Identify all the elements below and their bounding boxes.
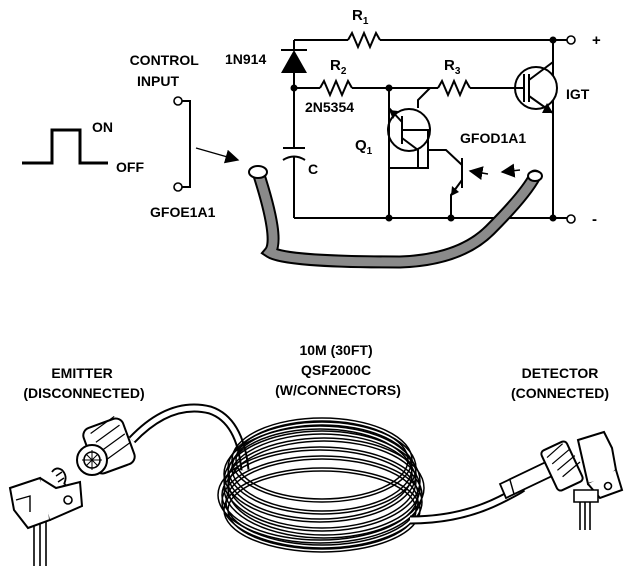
cable-assembly: EMITTER (DISCONNECTED) 10M (30FT) QSF200… <box>8 342 624 566</box>
plus-terminal <box>566 35 576 45</box>
transistor-label: 2N5354 <box>305 99 354 115</box>
on-label: ON <box>92 119 113 135</box>
detector-label: DETECTOR (CONNECTED) <box>511 365 609 401</box>
r1-resistor <box>347 30 381 50</box>
r3-resistor <box>437 78 471 98</box>
emitter-connector <box>76 415 136 476</box>
r2-resistor <box>319 78 353 98</box>
fiber-end-left <box>248 165 268 179</box>
emitter-label: EMITTER (DISCONNECTED) <box>23 365 144 401</box>
light-arrow <box>195 147 240 164</box>
q1-transistor <box>387 87 431 218</box>
control-input-switch <box>173 96 191 192</box>
fiber-end-right <box>527 170 543 182</box>
minus-label: - <box>592 211 597 228</box>
capacitor-label: C <box>308 161 318 177</box>
diode-label: 1N914 <box>225 51 266 67</box>
plus-label: + <box>592 32 601 49</box>
gfod1a1-phototransistor <box>427 149 521 218</box>
igt-label: IGT <box>566 86 590 102</box>
schematic: R1 1N914 R2 R3 2N5354 Q1 C IGT GFOD1A1 G… <box>22 7 601 269</box>
control-input-label: CONTROL INPUT <box>130 52 203 89</box>
gfod1a1-label: GFOD1A1 <box>460 130 526 146</box>
detector-connector <box>540 430 624 530</box>
igt-transistor <box>514 40 558 130</box>
gfoe1a1-label: GFOE1A1 <box>150 204 216 220</box>
cable-coil <box>217 417 425 553</box>
input-pulse-waveform <box>22 128 108 165</box>
capacitor-c <box>282 88 306 218</box>
q1-label: Q1 <box>355 137 373 157</box>
emitter-housing <box>8 467 84 566</box>
minus-terminal <box>566 214 576 224</box>
r2-label: R2 <box>330 57 347 77</box>
r3-label: R3 <box>444 57 461 77</box>
r1-label: R1 <box>352 7 369 27</box>
off-label: OFF <box>116 159 144 175</box>
diode-1n914 <box>281 40 307 88</box>
detector-strain-relief <box>498 460 554 500</box>
cable-label: 10M (30FT) QSF2000C (W/CONNECTORS) <box>275 342 401 398</box>
